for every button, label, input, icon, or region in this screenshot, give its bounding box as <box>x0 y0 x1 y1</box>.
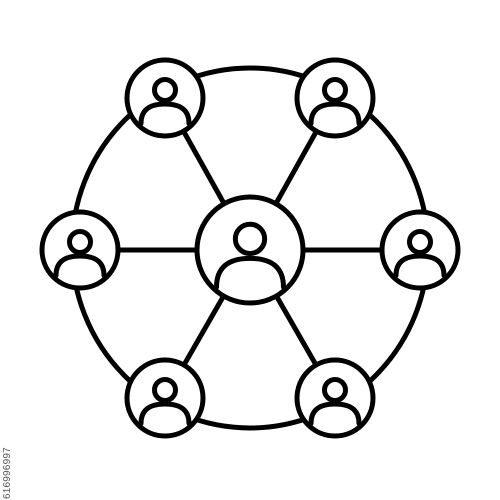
person-head-icon <box>152 77 178 103</box>
person-head-icon <box>232 221 268 256</box>
person-shoulders-icon <box>308 101 362 126</box>
person-shoulders-icon <box>53 253 107 278</box>
user-node-1 <box>124 57 206 139</box>
user-node-5 <box>124 357 206 439</box>
node-circle <box>194 194 306 306</box>
person-head-icon <box>152 377 178 403</box>
user-nodes <box>39 57 461 439</box>
person-head-icon <box>67 229 93 255</box>
person-shoulders-icon <box>138 401 192 426</box>
user-node-3 <box>39 209 121 291</box>
user-node-4 <box>379 209 461 291</box>
center-user-node <box>194 194 306 306</box>
user-node-2 <box>294 57 376 139</box>
person-head-icon <box>322 377 348 403</box>
stock-id-watermark: 616996997 <box>2 447 13 499</box>
person-shoulders-icon <box>214 255 286 290</box>
person-shoulders-icon <box>308 401 362 426</box>
person-shoulders-icon <box>138 101 192 126</box>
user-node-6 <box>294 357 376 439</box>
person-shoulders-icon <box>393 253 447 278</box>
person-head-icon <box>322 77 348 103</box>
person-head-icon <box>407 229 433 255</box>
